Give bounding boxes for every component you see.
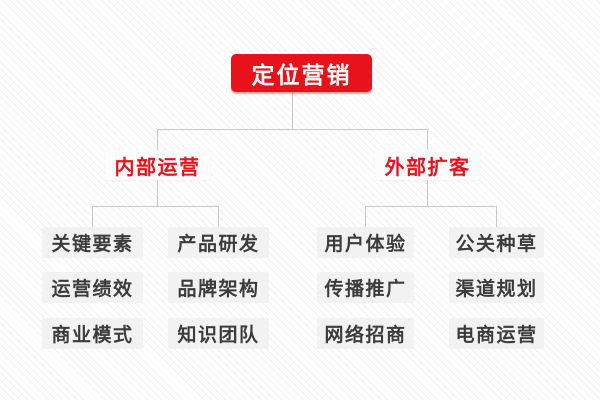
root-node: 定位营销 <box>231 54 372 92</box>
connector-left-bracket <box>92 206 219 227</box>
connector-right-bracket <box>365 206 497 227</box>
leaf-node: 运营绩效 <box>42 272 143 303</box>
branch-node-external-expansion: 外部扩客 <box>375 150 480 180</box>
leaf-node: 关键要素 <box>42 227 143 258</box>
leaf-node: 用户体验 <box>317 227 414 258</box>
leaf-node: 电商运营 <box>449 318 544 349</box>
connector-root-bracket <box>157 129 428 150</box>
branch-node-internal-operations: 内部运营 <box>105 150 210 180</box>
leaf-node: 传播推广 <box>317 272 414 303</box>
leaf-node: 公关种草 <box>449 227 544 258</box>
leaf-node: 知识团队 <box>168 318 269 349</box>
leaf-node: 品牌架构 <box>168 272 269 303</box>
leaf-node: 产品研发 <box>168 227 269 258</box>
leaf-node: 网络招商 <box>317 318 414 349</box>
leaf-node: 商业模式 <box>42 318 143 349</box>
leaf-node: 渠道规划 <box>449 272 544 303</box>
